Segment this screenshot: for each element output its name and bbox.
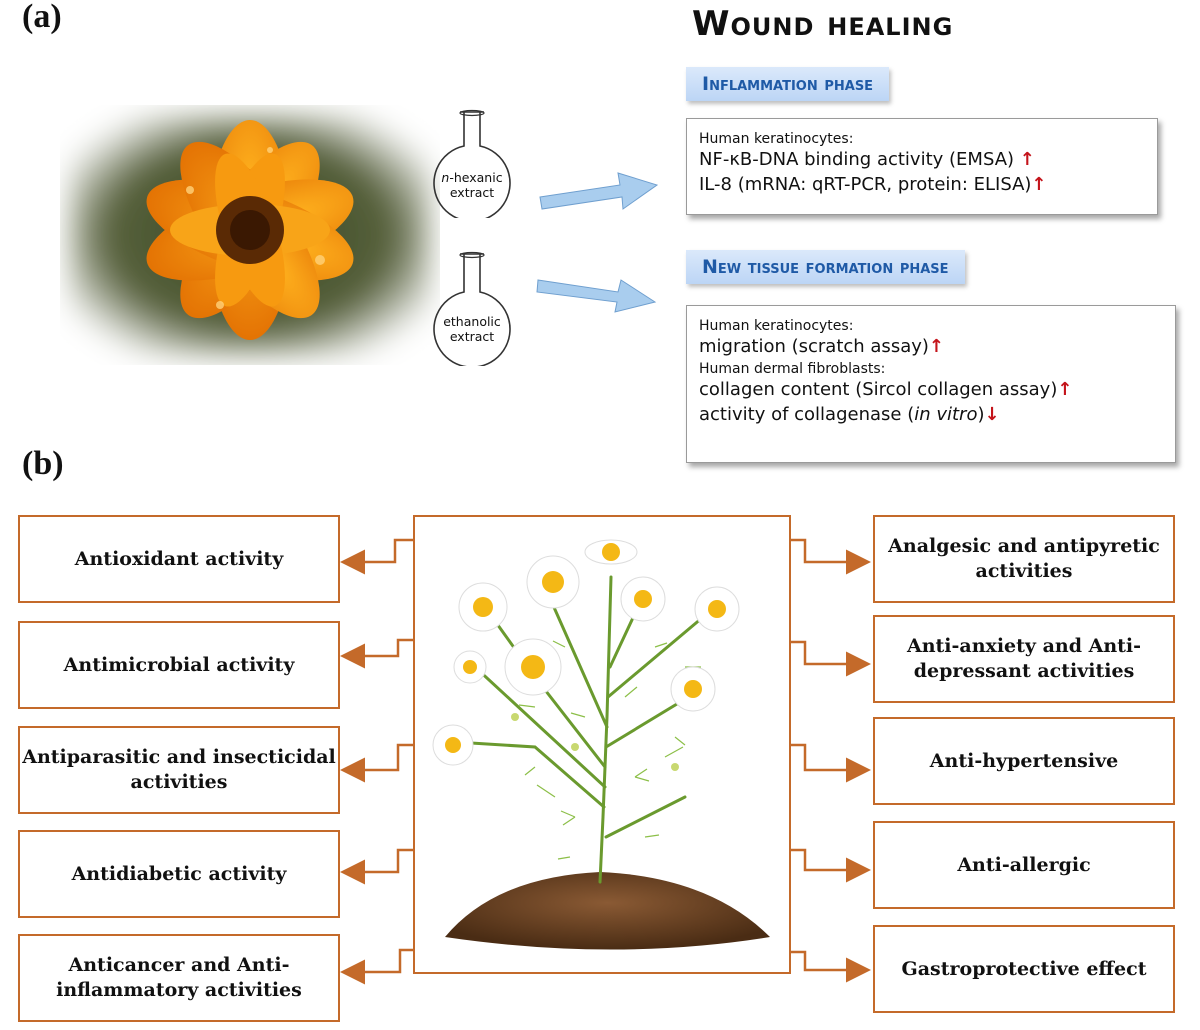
up-arrow-icon: ↑	[928, 336, 944, 357]
activity-box-gastroprotective: Gastroprotective effect	[873, 925, 1175, 1013]
arrow-to-new-tissue	[536, 279, 657, 313]
up-arrow-icon: ↑	[1019, 149, 1035, 170]
activity-box-anti-anxiety: Anti-anxiety and Anti-depressant activit…	[873, 615, 1175, 703]
inflammation-cell-type: Human keratinocytes:	[699, 131, 854, 147]
activity-box-analgesic: Analgesic and antipyretic activities	[873, 515, 1175, 603]
calendula-flower-image	[70, 115, 430, 355]
inflammation-item-1: NF-κB-DNA binding activity (EMSA) ↑	[699, 149, 1035, 170]
up-arrow-icon: ↑	[1031, 174, 1047, 195]
activity-box-antioxidant: Antioxidant activity	[18, 515, 340, 603]
inflammation-info-box: Human keratinocytes: NF-κB-DNA binding a…	[686, 118, 1158, 215]
activity-box-antiparasitic: Antiparasitic and insecticidal activitie…	[18, 726, 340, 814]
new-tissue-info-box: Human keratinocytes: migration (scratch …	[686, 305, 1176, 463]
up-arrow-icon: ↑	[1057, 379, 1073, 400]
chamomile-flowers	[432, 539, 740, 771]
inflammation-phase-banner: Inflammation phase	[686, 67, 890, 101]
activity-box-antidiabetic: Antidiabetic activity	[18, 830, 340, 918]
activity-box-anti-hypertensive: Anti-hypertensive	[873, 717, 1175, 805]
flask-hexanic-icon	[433, 109, 511, 218]
new-tissue-item-1: migration (scratch assay)↑	[699, 336, 944, 357]
flask-ethanolic-icon	[433, 251, 511, 366]
inflammation-item-2: IL-8 (mRNA: qRT-PCR, protein: ELISA)↑	[699, 174, 1047, 195]
activity-box-anti-allergic: Anti-allergic	[873, 821, 1175, 909]
new-tissue-cell-type-1: Human keratinocytes:	[699, 318, 854, 334]
chamomile-plant-image	[432, 539, 770, 950]
new-tissue-item-3: activity of collagenase (in vitro)↓	[699, 404, 1000, 425]
panel-b-label: (b)	[22, 445, 64, 482]
new-tissue-cell-type-2: Human dermal fibroblasts:	[699, 361, 886, 377]
new-tissue-item-2: collagen content (Sircol collagen assay)…	[699, 379, 1073, 400]
wound-healing-title: Wound healing	[692, 4, 954, 44]
panel-a-label: (a)	[22, 0, 62, 35]
activity-box-anticancer: Anticancer and Anti-inflammatory activit…	[18, 934, 340, 1022]
arrow-to-inflammation	[539, 172, 659, 210]
new-tissue-phase-banner: New tissue formation phase	[686, 250, 965, 284]
down-arrow-icon: ↓	[984, 404, 1000, 425]
activity-box-antimicrobial: Antimicrobial activity	[18, 621, 340, 709]
